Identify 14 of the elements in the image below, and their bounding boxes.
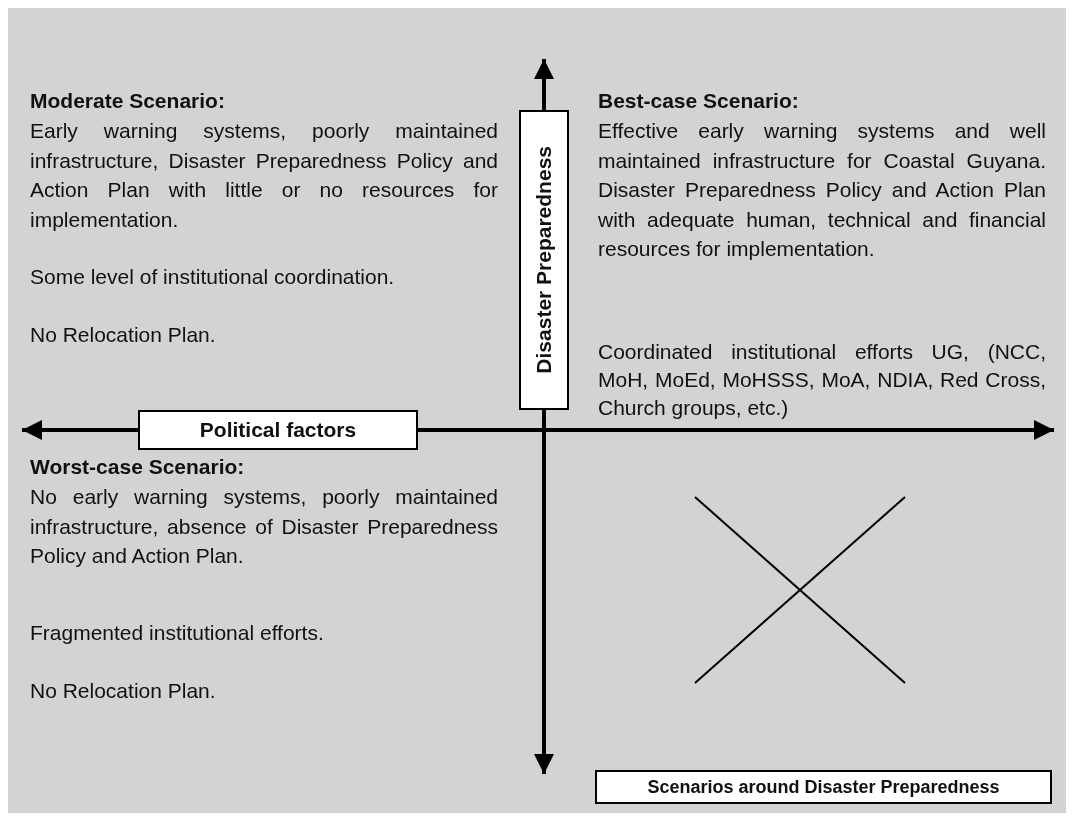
scenario-text: Effective early warning systems and well maintained infrastructure for Coastal Guyana. Disaster Preparedness Policy and Action Plan with adequate human, technical and financial resources for implementation. — [598, 118, 1046, 262]
scenario-text: No early warning systems, poorly maintained infrastructure, absence of Disaster Preparedness Policy and Action Plan. — [30, 484, 498, 569]
scenario-text: Coordinated institutional efforts UG, (NCC, MoH, MoEd, MoHSSS, MoA, NDIA, Red Cross, Church groups, etc.) — [598, 339, 1046, 421]
scenario-text: Early warning systems, poorly maintained infrastructure, Disaster Preparedness Policy and Action Plan with little or no resources for implementation. — [30, 118, 498, 233]
scenario-heading: Moderate Scenario: — [30, 88, 226, 114]
scenario-text: No Relocation Plan. — [30, 678, 217, 704]
axis-label-box: Political factors — [138, 410, 418, 450]
title-box: Scenarios around Disaster Preparedness — [595, 770, 1052, 804]
scenario-text: Some level of institutional coordination. — [30, 264, 396, 290]
scenario-text: No Relocation Plan. — [30, 322, 217, 348]
scenario-heading: Worst-case Scenario: — [30, 454, 246, 480]
scenario-heading: Best-case Scenario: — [598, 88, 800, 114]
axis-label-box: Disaster Preparedness — [519, 110, 569, 410]
scenario-text: Fragmented institutional efforts. — [30, 620, 325, 646]
